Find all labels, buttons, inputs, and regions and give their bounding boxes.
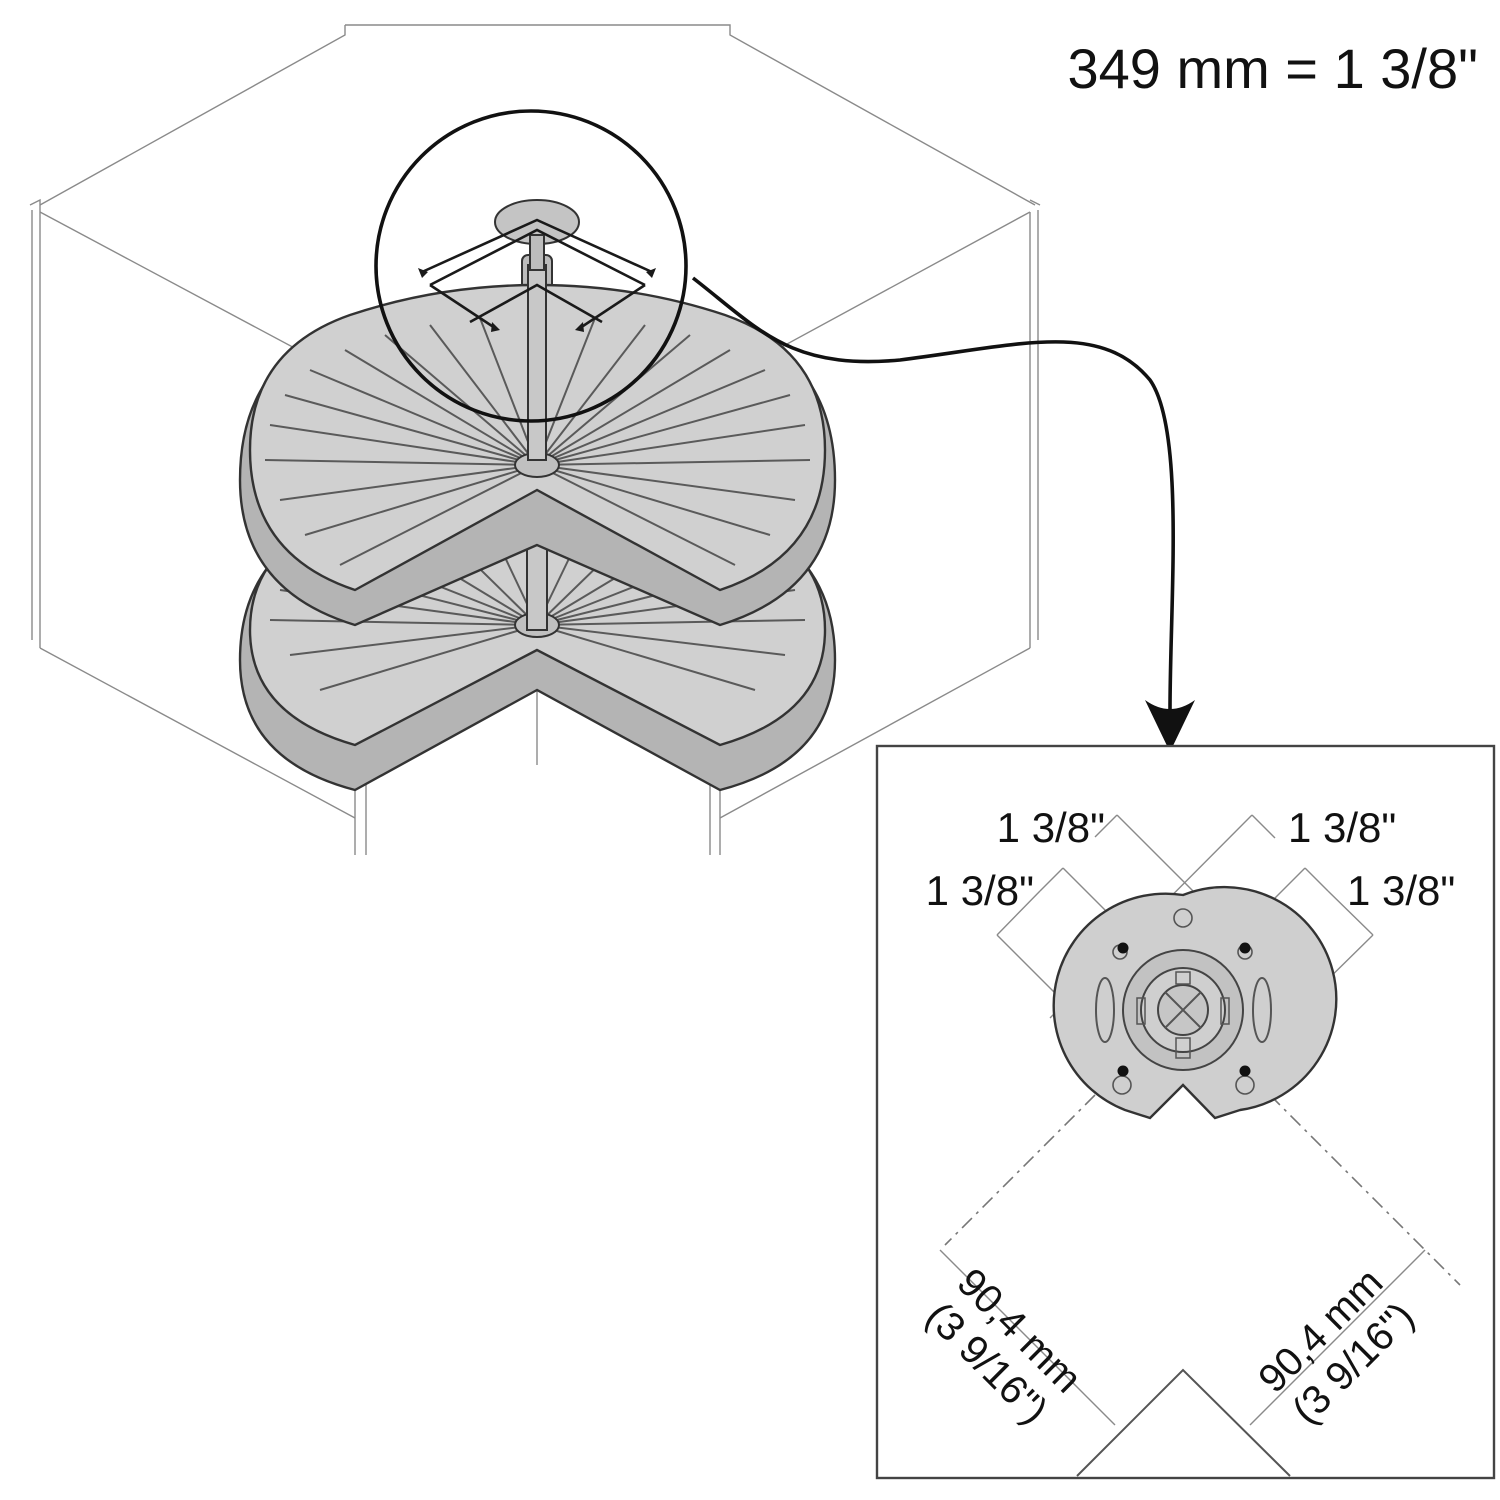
detail-view-frame <box>875 744 1496 1480</box>
screw-hole-icon <box>1239 1065 1251 1077</box>
conversion-text: 349 mm = 1 3/8" <box>1067 37 1478 100</box>
screw-hole-icon <box>1117 942 1129 954</box>
dimension-label-top-right-outer: 1 3/8" <box>1288 804 1396 851</box>
detail-callout-arrow <box>691 276 1175 711</box>
dimension-label-top-right-inner: 1 3/8" <box>1347 867 1455 914</box>
top-mounting-bracket <box>418 199 656 332</box>
screw-hole-icon <box>1117 1065 1129 1077</box>
cabinet-corner <box>1076 1368 1291 1477</box>
arrowhead-icon <box>1145 700 1195 752</box>
upper-shelf-ribs <box>264 317 811 566</box>
detail-callout-circle <box>374 109 688 423</box>
dimension-label-top-left-inner: 1 3/8" <box>926 867 1034 914</box>
dimension-label-top-left-outer: 1 3/8" <box>997 804 1105 851</box>
screw-hole-icon <box>1239 942 1251 954</box>
